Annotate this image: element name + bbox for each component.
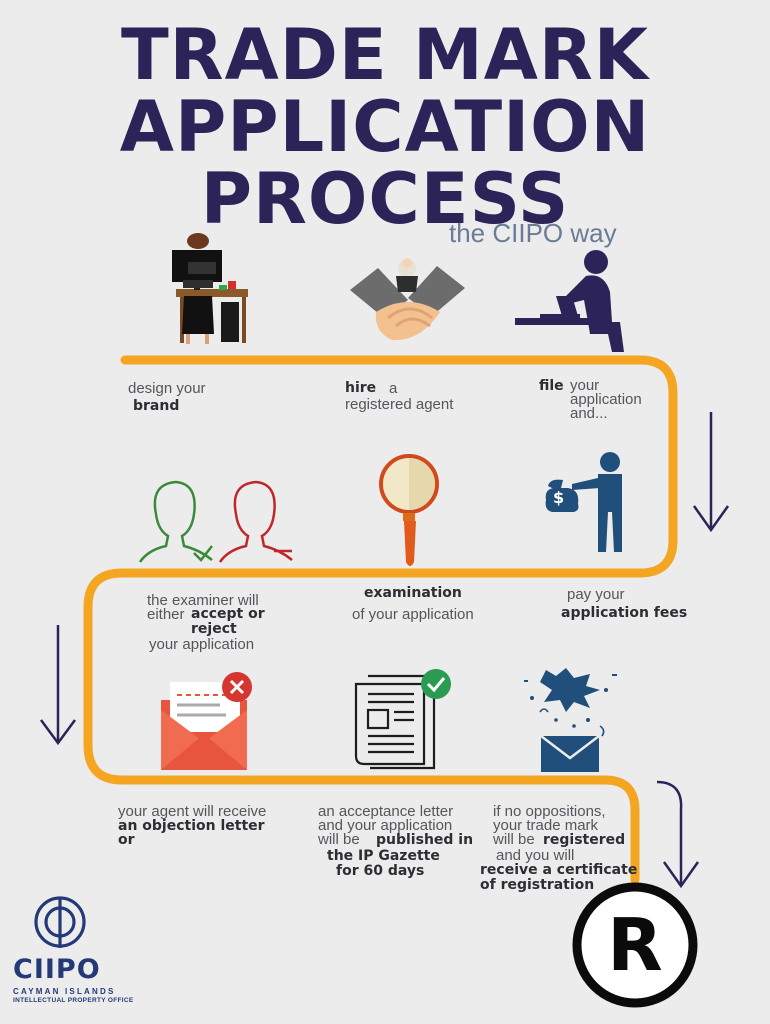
process-path xyxy=(83,355,678,885)
caption-acceptance-4: published in xyxy=(376,832,474,848)
caption-pay-2: application fees xyxy=(561,605,688,621)
caption-file-4: and... xyxy=(570,405,608,422)
caption-acceptance-5: the IP Gazette xyxy=(327,848,440,864)
money-bag-icon xyxy=(545,452,622,552)
caption-file-3: application xyxy=(570,391,642,408)
caption-registered-2: your trade mark xyxy=(493,817,599,834)
caption-file-1: file xyxy=(539,378,564,394)
caption-registered-5: and you will xyxy=(496,847,575,864)
caption-examiner-5: your application xyxy=(149,636,255,653)
down-arrow-right xyxy=(692,412,730,533)
caption-examination-1: examination xyxy=(364,585,462,601)
person-laptop-icon xyxy=(515,250,624,352)
caption-hire-1: hire xyxy=(345,380,377,396)
caption-registered-4: registered xyxy=(543,832,626,848)
logo-line-1: CAYMAN ISLANDS xyxy=(13,987,116,996)
caption-acceptance-6: for 60 days xyxy=(336,863,425,879)
caption-examiner-4: reject xyxy=(191,621,237,637)
caption-hire-2: a xyxy=(389,380,398,397)
title-line-2: APPLICATION xyxy=(119,86,651,168)
title-line-1: TRADE MARK xyxy=(120,14,650,96)
caption-hire-3: registered agent xyxy=(345,396,454,413)
caption-acceptance-1: an acceptance letter xyxy=(318,803,454,820)
handshake-icon xyxy=(350,258,465,341)
caption-registered-1: if no oppositions, xyxy=(493,803,606,820)
caption-pay-1: pay your xyxy=(567,586,625,603)
caption-registered-7: of registration xyxy=(480,877,595,893)
magnifying-glass-icon xyxy=(379,454,439,566)
caption-examiner-1: the examiner will xyxy=(147,592,259,609)
caption-registered-6: receive a certificate xyxy=(480,862,638,878)
caption-objection-1: your agent will receive xyxy=(118,803,267,820)
caption-design-2: brand xyxy=(133,398,180,414)
envelope-reject-icon xyxy=(161,672,252,770)
caption-objection-3: or xyxy=(118,832,135,848)
caption-acceptance-3: will be xyxy=(318,831,360,848)
caption-examiner-3: accept or xyxy=(191,606,265,622)
caption-acceptance-2: and your application xyxy=(318,817,453,834)
caption-examination-2: of your application xyxy=(352,606,474,623)
newspaper-check-icon xyxy=(354,669,451,770)
caption-design-1: design your xyxy=(128,380,206,397)
curved-down-arrow xyxy=(656,780,700,889)
registered-trademark-icon xyxy=(572,882,698,1008)
accept-head-icon xyxy=(138,480,213,563)
person-at-desk-icon xyxy=(172,233,248,344)
subtitle: the CIIPO way xyxy=(449,218,617,248)
caption-file-2: your xyxy=(570,377,600,394)
caption-registered-3: will be xyxy=(493,831,535,848)
logo-line-2: INTELLECTUAL PROPERTY OFFICE xyxy=(13,997,134,1004)
logo-name: CIIPO xyxy=(13,954,101,985)
caption-examiner-2: either xyxy=(147,606,185,623)
ciipo-logo-mark xyxy=(34,896,86,948)
confetti-envelope-icon xyxy=(524,668,617,772)
caption-objection-2: an objection letter xyxy=(118,818,265,834)
dollar-sign: $ xyxy=(553,488,565,507)
down-arrow-left xyxy=(39,625,77,746)
title-line-3: PROCESS xyxy=(200,158,570,240)
reject-head-icon xyxy=(218,480,293,563)
registered-letter: R xyxy=(607,903,663,987)
